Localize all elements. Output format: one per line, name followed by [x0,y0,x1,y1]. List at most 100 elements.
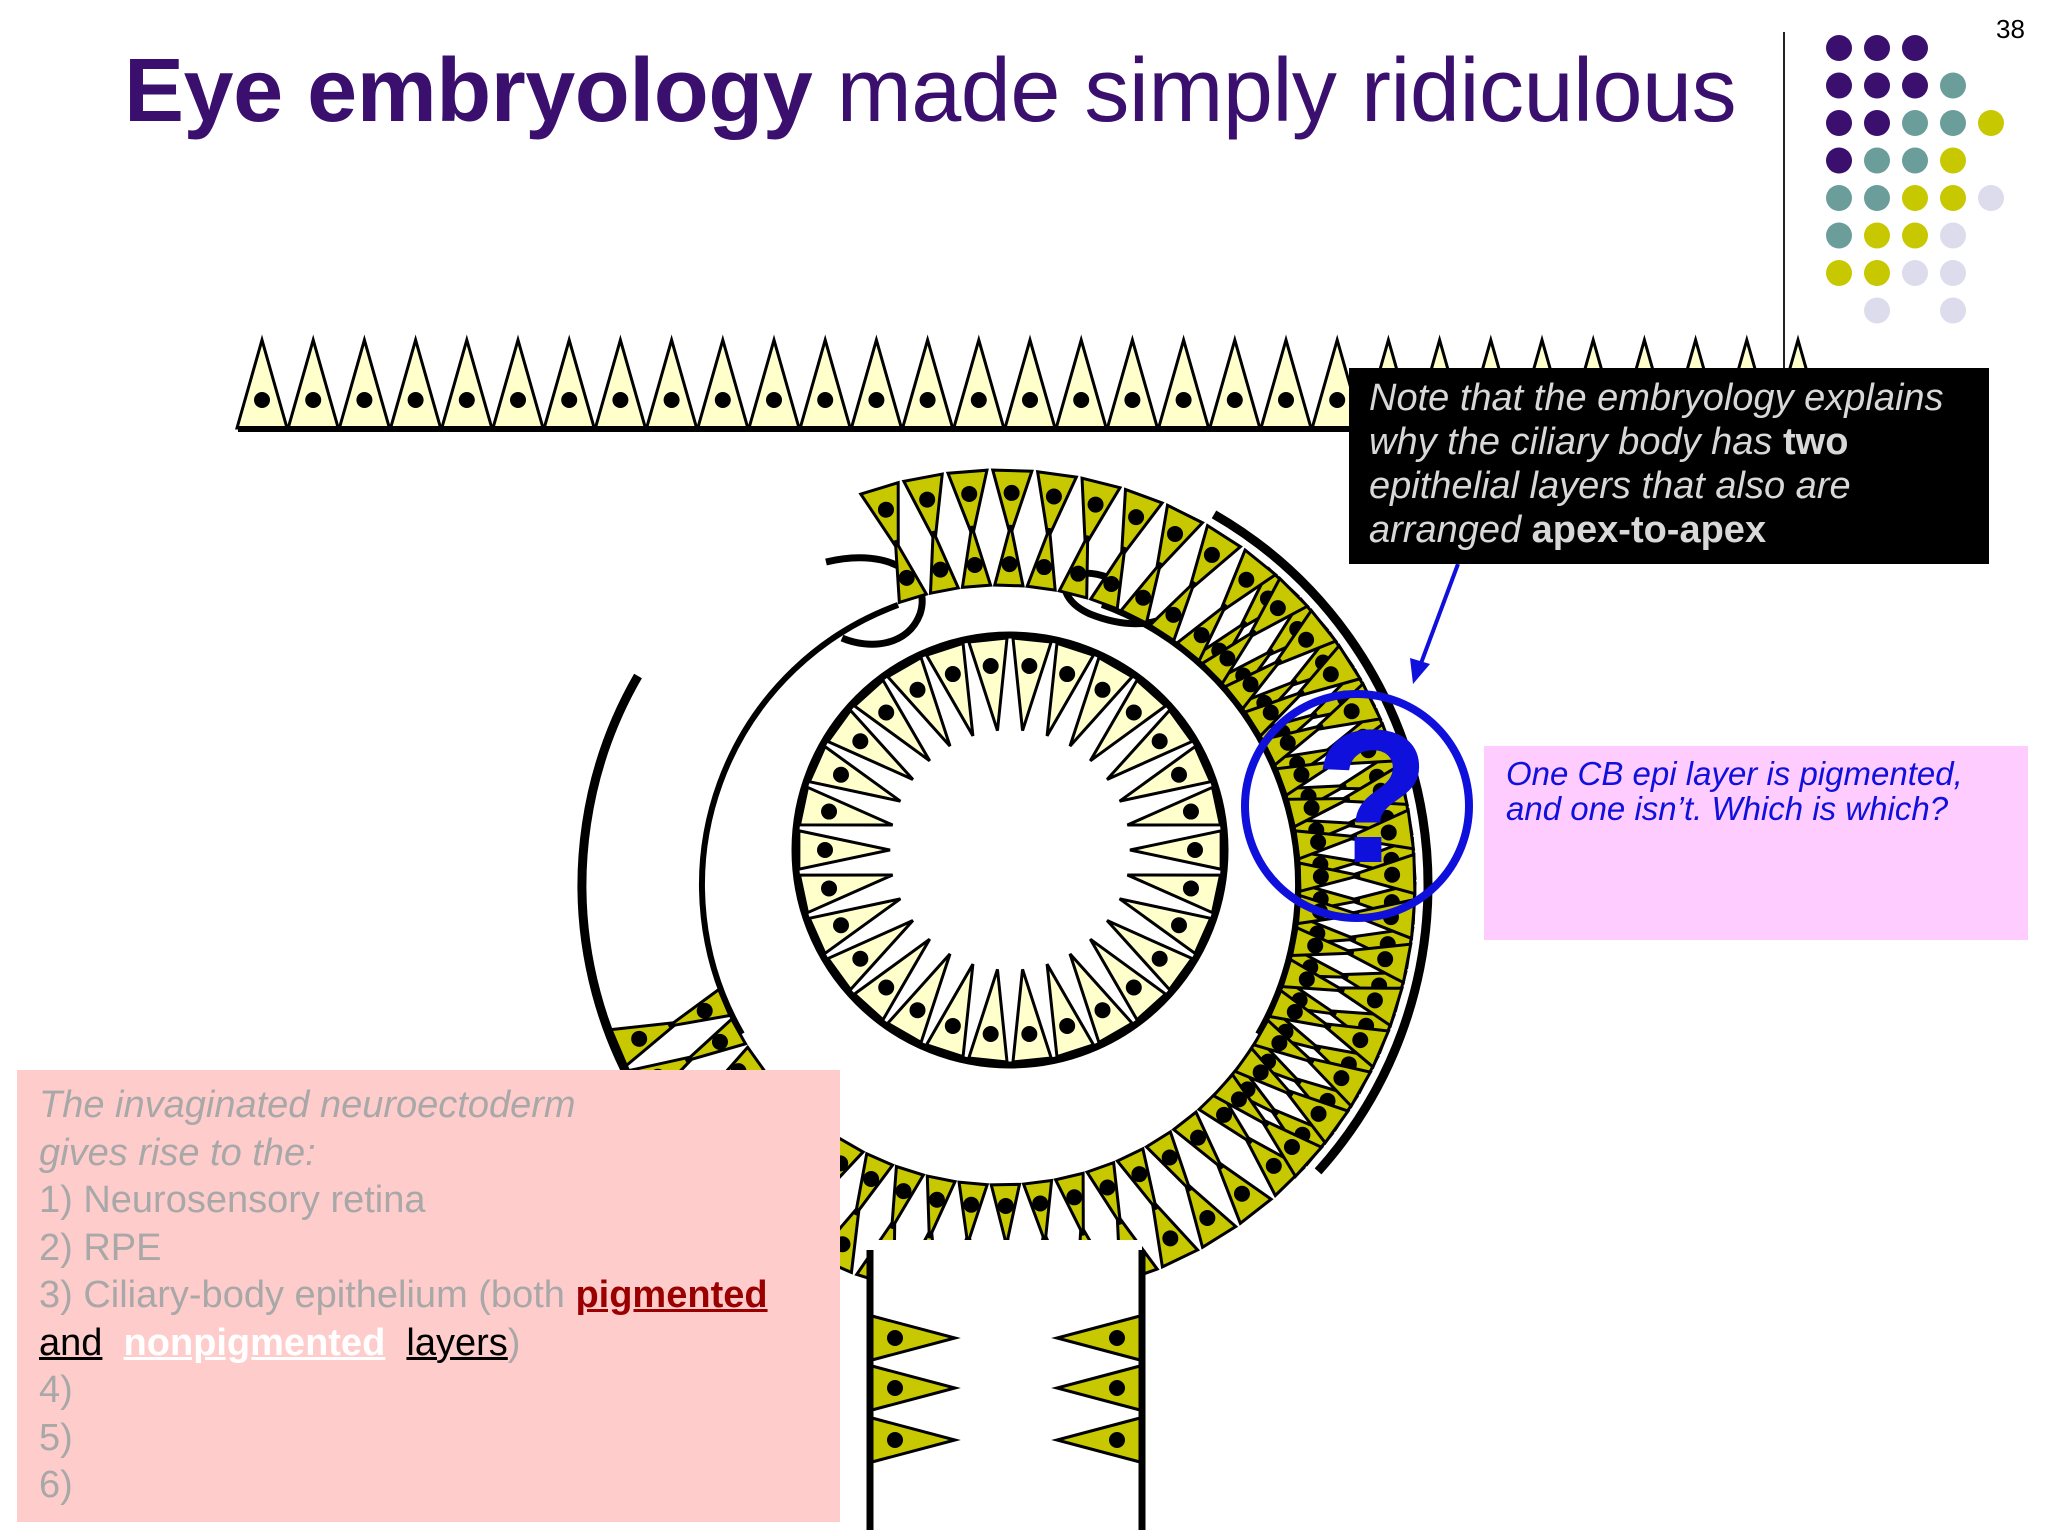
grid-dot [1864,260,1890,286]
cell-nucleus [356,392,373,408]
outer-layer-cell [1338,942,1413,985]
lens-cell [852,937,932,1023]
info-item-cont: and nonpigmented layers) [39,1320,840,1368]
cell-nucleus [1128,509,1145,526]
inner-layer-cell [1025,527,1057,592]
cell-nucleus [1131,1166,1148,1183]
cell-nucleus [1278,392,1294,408]
grid-dot [1864,185,1890,211]
cell-nucleus [1094,1002,1111,1019]
cell-nucleus [909,681,926,698]
cell-nucleus [944,666,961,683]
lens-cell [1118,744,1213,803]
inner-layer-cell [928,530,961,595]
grid-dot [1978,185,2004,211]
lens-cell [1105,707,1195,781]
cell-nucleus [612,392,629,408]
cell-nucleus [458,392,475,408]
grid-dot [1864,35,1890,61]
grid-dot [1902,222,1928,249]
lens-cell [924,641,975,737]
grid-dot [1826,35,1852,61]
cell-nucleus [1298,631,1315,648]
cell-nucleus [963,1196,980,1213]
cell-nucleus [1286,1003,1303,1020]
title-bold: Eye embryology [124,41,813,141]
inner-layer-cell [925,1174,958,1239]
cell-nucleus [1070,565,1087,582]
grid-dot [1902,185,1928,211]
cell-nucleus [1352,1032,1369,1049]
cell-nucleus [1003,484,1020,501]
cell-nucleus [1230,1091,1247,1108]
optic-stalk [866,1240,1146,1536]
inner-layer-cell [1057,535,1090,600]
info-item: 3) Ciliary-body epithelium (both pigment… [39,1272,840,1320]
info-item: 4) [39,1369,73,1411]
cell-nucleus [877,501,894,518]
lens-cell [1088,677,1168,763]
note-line: arranged [1369,509,1532,551]
cell-nucleus [1125,704,1142,721]
ectoderm-cell [388,334,443,430]
cell-nucleus [852,733,869,750]
cell-nucleus [887,1330,903,1346]
cell-nucleus [1175,392,1192,408]
slide-title: Eye embryology made simply ridiculous [124,40,1737,143]
annotations: ? [1241,563,1473,922]
arrow-head [1410,658,1430,684]
stalk-cell-left [870,1314,961,1362]
cell-nucleus [1293,766,1310,783]
info-item: 2) RPE [39,1226,162,1269]
cell-nucleus [878,979,895,996]
cell-nucleus [887,1380,903,1396]
grid-dot [1826,185,1852,211]
cell-nucleus [1384,866,1401,883]
grid-dot [1902,35,1928,61]
stalk-cell-right [1051,1416,1142,1464]
cell-nucleus [982,658,999,675]
cell-nucleus [928,1191,945,1208]
cell-nucleus [1312,868,1329,885]
cell-nucleus [1216,1106,1233,1123]
lens-cell [1011,636,1054,732]
cell-nucleus [1099,1179,1116,1196]
cell-nucleus [1022,392,1038,408]
outer-layer-cell [1344,852,1417,896]
ectoderm-cell [1259,334,1313,430]
info-item: 5) [39,1416,73,1459]
cell-nucleus [1059,666,1076,683]
lens-cell [797,828,891,872]
outer-layer-cell [990,468,1034,541]
question-line: and one isn’t. Which is which? [1506,790,1949,827]
cell-nucleus [868,392,885,408]
cell-nucleus [1135,589,1152,606]
cell-nucleus [561,392,578,408]
cell-nucleus [1094,681,1111,698]
lens-cell [885,952,952,1045]
title-rest: made simply ridiculous [836,41,1737,141]
ectoderm-cell [951,334,1006,430]
cell-nucleus [852,950,869,967]
ectoderm-cell [1054,334,1109,430]
cell-nucleus [1252,1064,1269,1081]
ectoderm-basement [238,426,1798,432]
callout-arrow [1418,563,1460,667]
cup-rim-left [825,554,926,648]
ectoderm-cell [1207,334,1262,430]
cell-nucleus [1360,742,1377,759]
ectoderm-cell [1105,334,1160,430]
cell-nucleus [895,1183,912,1200]
note-line: why the ciliary body has [1369,421,1783,463]
pigmented-label: pigmented [575,1274,768,1316]
ectoderm-cell [286,334,341,430]
inner-layer-cell [1021,1178,1054,1243]
slide-number: 38 [1996,14,2025,44]
cell-nucleus [1190,1129,1207,1146]
lens-cell [1129,828,1223,872]
cell-nucleus [1109,1432,1125,1448]
lens-cell [966,968,1009,1064]
cell-nucleus [821,803,838,820]
cell-nucleus [1298,971,1315,988]
ectoderm-cell [1156,334,1211,430]
